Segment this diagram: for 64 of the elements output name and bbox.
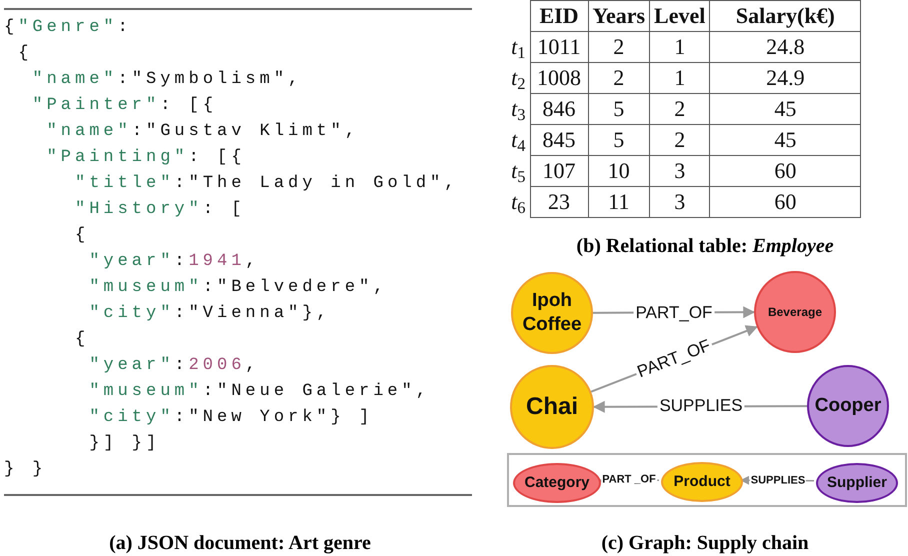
code-line: "Painter": [{ (32, 96, 218, 116)
edge-label: PART _OF (601, 474, 657, 488)
row-label: t$_{1}$ (497, 32, 530, 62)
code-line: "city":"New York"} ] (89, 408, 374, 428)
code-line: } } (4, 460, 47, 480)
code-line: { (18, 44, 32, 64)
code-line: { (75, 330, 90, 350)
table-cell: 845 (530, 124, 588, 156)
code-line: { (75, 226, 90, 246)
table-cell: 60 (710, 156, 861, 186)
table-cell: 23 (530, 186, 588, 218)
table-cell: 1 (650, 62, 710, 94)
table-cell: 45 (710, 94, 861, 124)
table-cell: 1011 (530, 32, 588, 62)
table-cell: 3 (650, 186, 710, 218)
node-label: Category (524, 472, 590, 493)
table-cell: 11 (588, 186, 650, 218)
row-label: t$_{6}$ (497, 186, 530, 218)
row-label: t$_{3}$ (497, 94, 530, 124)
table-cell: 846 (530, 94, 588, 124)
table-cell: 2 (650, 94, 710, 124)
caption: (c) Graph: Supply chain (600, 531, 810, 556)
row-label: t$_{5}$ (497, 156, 530, 186)
table-cell: 10 (588, 156, 650, 186)
header-cell: Salary(k€) (710, 0, 861, 32)
table-cell: 1 (650, 32, 710, 62)
node-label: Product (674, 472, 730, 492)
node-label: Beverage (768, 304, 822, 321)
code-line: "name":"Gustav Klimt", (46, 122, 360, 142)
legend-box (507, 453, 907, 507)
row-label: t$_{4}$ (497, 124, 530, 156)
node-label: Chai (526, 392, 578, 422)
code-line: }] }] (89, 434, 160, 454)
node-label: Supplier (826, 472, 887, 493)
code-line: "History": [ (75, 200, 246, 220)
header-cell: Level (650, 0, 710, 32)
code-line: "museum":"Neue Galerie", (89, 382, 430, 402)
code-line: {"Genre": (4, 18, 132, 38)
code-line: "Painting": [{ (46, 148, 246, 168)
table-cell: 60 (710, 186, 861, 218)
table-cell: 1008 (530, 62, 588, 94)
code-line: "year":2006, (89, 356, 260, 376)
table-cell: 2 (588, 32, 650, 62)
node-label: Cooper (814, 394, 882, 418)
header-cell: EID (530, 0, 588, 32)
table-cell: 2 (650, 124, 710, 156)
caption: (a) JSON document: Art genre (108, 531, 372, 556)
table-cell: 3 (650, 156, 710, 186)
code-line: "museum":"Belvedere", (89, 278, 388, 298)
table-cell: 5 (588, 124, 650, 156)
table-cell: 5 (588, 94, 650, 124)
caption: (b) Relational table: Employee (575, 234, 835, 259)
table-cell: 24.9 (710, 62, 861, 94)
table-cell: 107 (530, 156, 588, 186)
node-label: Ipoh Coffee (521, 289, 583, 337)
header-cell: Years (588, 0, 650, 32)
table-cell: 2 (588, 62, 650, 94)
code-line: "city":"Vienna"}, (89, 304, 331, 324)
code-line: "name":"Symbolism", (32, 70, 302, 90)
row-label: t$_{2}$ (497, 62, 530, 94)
table-cell: 24.8 (710, 32, 861, 62)
table-cell: 45 (710, 124, 861, 156)
code-line: "title":"The Lady in Gold", (75, 174, 458, 194)
code-line: "year":1941, (89, 252, 260, 272)
